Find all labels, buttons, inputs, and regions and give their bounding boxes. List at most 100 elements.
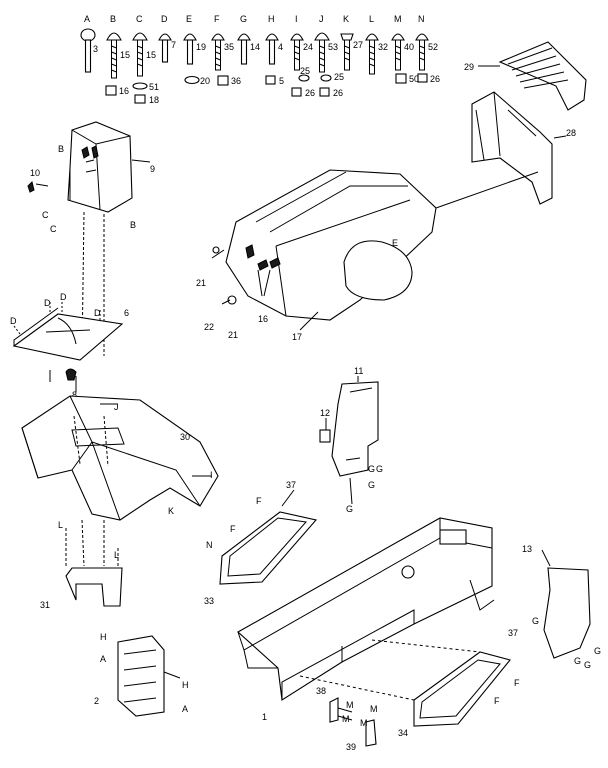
nut-5-label: 5 bbox=[279, 76, 284, 86]
washer-25b: 25 bbox=[320, 72, 344, 82]
bolt-f-num: 35 bbox=[224, 42, 234, 52]
bolt-c-num: 15 bbox=[146, 50, 156, 60]
callout-33: 33 bbox=[204, 596, 214, 606]
dash-panel-assembly: 10 9 B B C C D D D D 6 8 bbox=[10, 121, 155, 400]
nut-18: 18 bbox=[134, 94, 159, 105]
callout-c-lower: C bbox=[50, 224, 57, 234]
footrest-right-assembly: 37 F F 34 bbox=[299, 628, 520, 738]
callout-h-right: H bbox=[182, 680, 189, 690]
callout-l-right: L bbox=[114, 550, 119, 560]
nut-36-label: 36 bbox=[231, 76, 241, 86]
callout-b-lower: B bbox=[130, 220, 136, 230]
bolt-k-num: 27 bbox=[353, 40, 363, 50]
callout-28: 28 bbox=[566, 128, 576, 138]
callout-k: K bbox=[168, 506, 174, 516]
side-panel-13-assembly: 13 G G G G bbox=[522, 544, 601, 670]
bolt-a-letter: A bbox=[84, 14, 90, 24]
bolt-d-num: 7 bbox=[171, 40, 176, 50]
bolt-j-letter: J bbox=[319, 14, 324, 24]
callout-13: 13 bbox=[522, 544, 532, 554]
nut-26b-label: 26 bbox=[333, 88, 343, 98]
bolt-i-num: 24 bbox=[303, 42, 313, 52]
grille-hood-assembly: 29 28 bbox=[464, 41, 587, 205]
callout-m-2: M bbox=[342, 714, 350, 724]
nut-26c-label: 26 bbox=[430, 74, 440, 84]
callout-f-upper1: F bbox=[256, 496, 262, 506]
callout-g-11b: G bbox=[376, 464, 383, 474]
nut-26b: 26 bbox=[319, 87, 343, 98]
callout-17: 17 bbox=[292, 332, 302, 342]
callout-21-lower: 21 bbox=[228, 330, 238, 340]
callout-8: 8 bbox=[72, 390, 77, 400]
callout-39: 39 bbox=[346, 742, 356, 752]
callout-29: 29 bbox=[464, 62, 474, 72]
callout-g-13c: G bbox=[574, 656, 581, 666]
bolt-k: K 27 bbox=[340, 14, 363, 71]
callout-j: J bbox=[114, 402, 119, 412]
bolt-j-num: 53 bbox=[328, 42, 338, 52]
callout-38: 38 bbox=[316, 686, 326, 696]
callout-16: 16 bbox=[258, 314, 268, 324]
bolt-m: M 40 bbox=[391, 14, 414, 71]
frame-assembly: 1 bbox=[237, 517, 495, 722]
bolt-h: H 4 bbox=[265, 14, 283, 65]
bolt-m-letter: M bbox=[394, 14, 402, 24]
callout-m-1: M bbox=[346, 700, 354, 710]
bolt-g: G 14 bbox=[237, 14, 260, 65]
callout-d-4: D bbox=[94, 308, 101, 318]
fender-assembly: 30 J I K L L 31 bbox=[21, 395, 219, 610]
callout-g-11d: G bbox=[346, 504, 353, 514]
callout-g-13a: G bbox=[532, 616, 539, 626]
callout-g-13b: G bbox=[594, 646, 601, 656]
bolt-b: B 15 bbox=[106, 14, 130, 79]
bolt-l-letter: L bbox=[369, 14, 374, 24]
callout-1: 1 bbox=[262, 712, 267, 722]
washer-51-label: 51 bbox=[149, 82, 159, 92]
bolt-f: F 35 bbox=[211, 14, 234, 71]
callout-a-left: A bbox=[100, 654, 106, 664]
callout-31: 31 bbox=[40, 600, 50, 610]
callout-b-upper: B bbox=[58, 144, 64, 154]
callout-i: I bbox=[210, 470, 213, 480]
hardware-nuts-row: 16 51 18 20 36 5 26 25 26 25 50 26 bbox=[105, 66, 440, 105]
bolt-b-num: 15 bbox=[120, 50, 130, 60]
callout-f-lower1: F bbox=[514, 678, 520, 688]
hood-body-assembly: E 21 21 22 16 17 bbox=[196, 169, 539, 342]
callout-37-upper: 37 bbox=[286, 480, 296, 490]
callout-30: 30 bbox=[180, 432, 190, 442]
footrest-left-assembly: 37 F F N 33 bbox=[204, 480, 318, 606]
callout-a-right: A bbox=[182, 704, 188, 714]
nut-5: 5 bbox=[265, 75, 284, 86]
nut-18-label: 18 bbox=[149, 95, 159, 105]
nut-50-label: 50 bbox=[409, 74, 419, 84]
callout-e: E bbox=[392, 238, 398, 248]
bolt-n-num: 52 bbox=[428, 42, 438, 52]
bolt-j: J 53 bbox=[314, 14, 338, 73]
bolt-n: N 52 bbox=[415, 14, 438, 71]
callout-m-3: M bbox=[370, 704, 378, 714]
callout-37-lower: 37 bbox=[508, 628, 518, 638]
nut-26a: 26 bbox=[291, 87, 315, 98]
callout-l-left: L bbox=[58, 520, 63, 530]
callout-g-11c: G bbox=[368, 480, 375, 490]
bolt-m-num: 40 bbox=[404, 42, 414, 52]
washer-25a: 25 bbox=[298, 66, 310, 82]
callout-9: 9 bbox=[150, 164, 155, 174]
bolt-b-letter: B bbox=[110, 14, 116, 24]
callout-m-4: M bbox=[360, 718, 368, 728]
bolt-c: C 15 bbox=[132, 14, 156, 77]
callout-n: N bbox=[206, 540, 213, 550]
callout-d-2: D bbox=[60, 292, 67, 302]
side-panel-11-assembly: 11 12 G G G G bbox=[319, 366, 383, 514]
callout-f-lower2: F bbox=[494, 696, 500, 706]
bolt-a-num: 3 bbox=[93, 44, 98, 54]
bolt-e-num: 19 bbox=[196, 42, 206, 52]
bolt-g-letter: G bbox=[240, 14, 247, 24]
bolt-d: D 7 bbox=[158, 14, 176, 63]
bolt-i: I 24 bbox=[290, 14, 313, 71]
nut-36: 36 bbox=[217, 75, 241, 86]
callout-12: 12 bbox=[320, 408, 330, 418]
washer-25b-label: 25 bbox=[334, 72, 344, 82]
callout-11: 11 bbox=[354, 366, 363, 376]
